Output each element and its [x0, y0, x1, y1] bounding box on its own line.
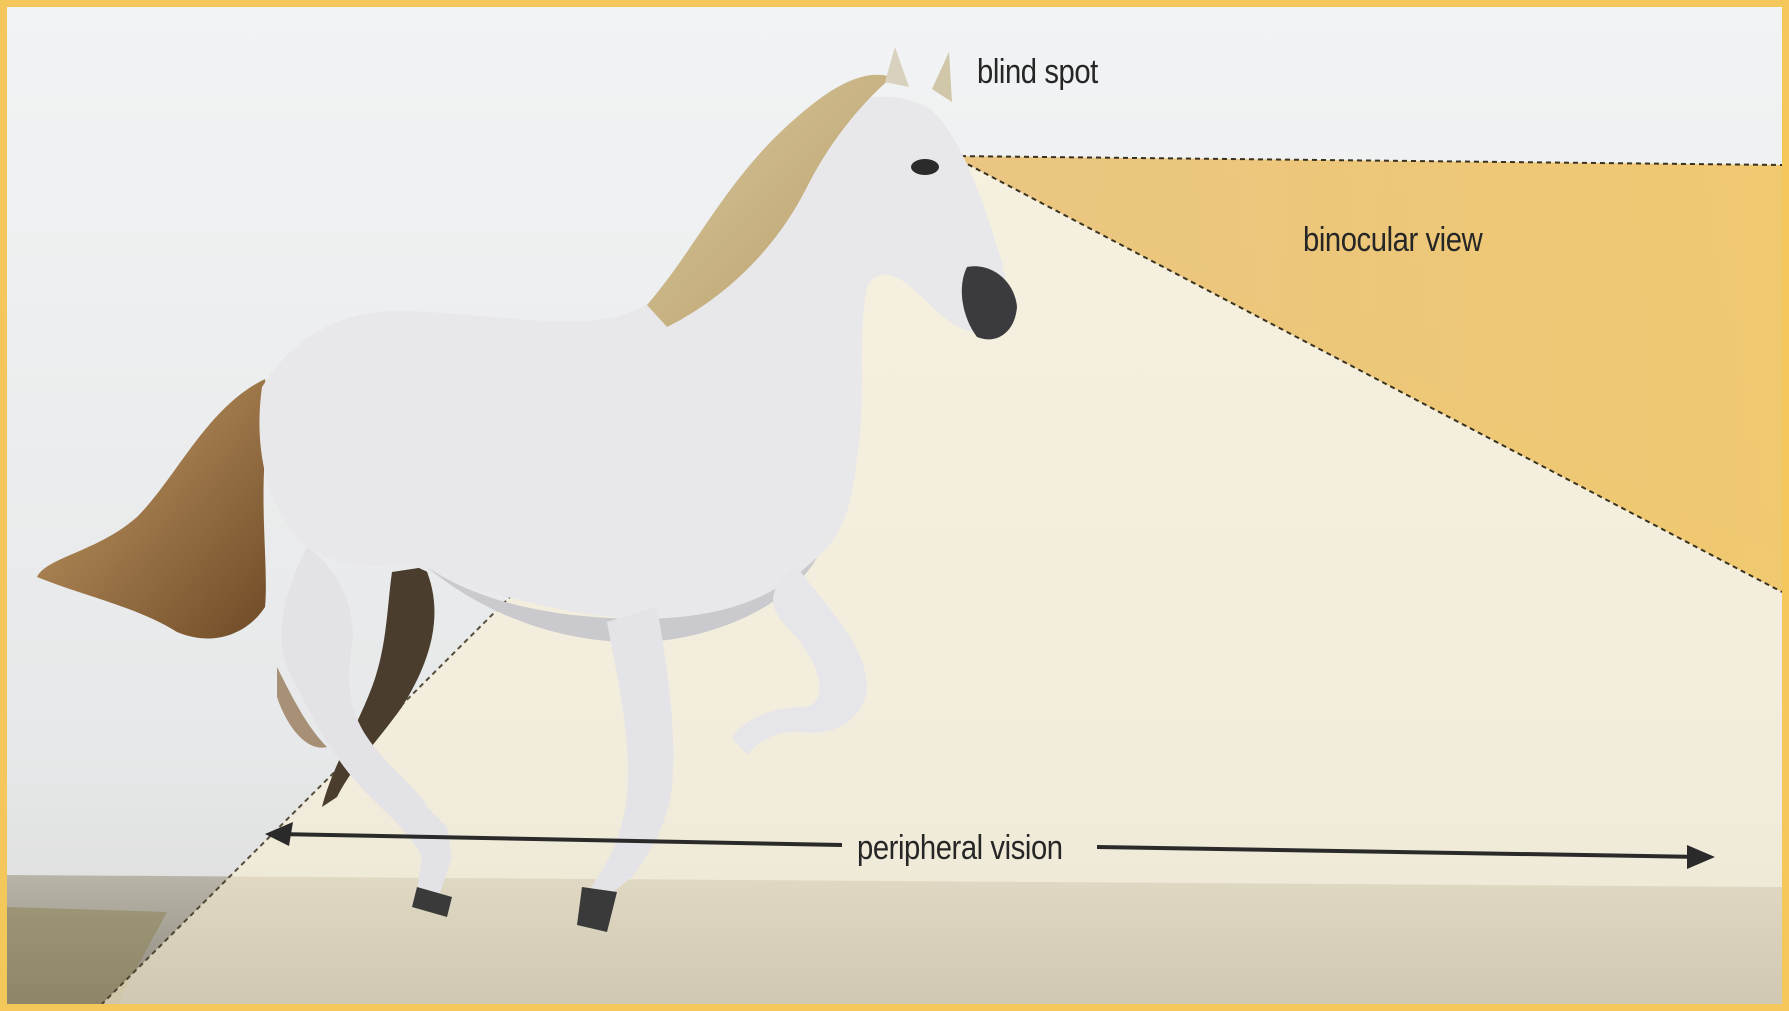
horse-eye	[911, 159, 939, 175]
blind-spot-label: blind spot	[977, 53, 1098, 92]
diagram-frame: blind spot binocular view peripheral vis…	[7, 7, 1782, 1004]
binocular-view-label: binocular view	[1303, 221, 1482, 260]
peripheral-vision-label: peripheral vision	[857, 829, 1063, 868]
